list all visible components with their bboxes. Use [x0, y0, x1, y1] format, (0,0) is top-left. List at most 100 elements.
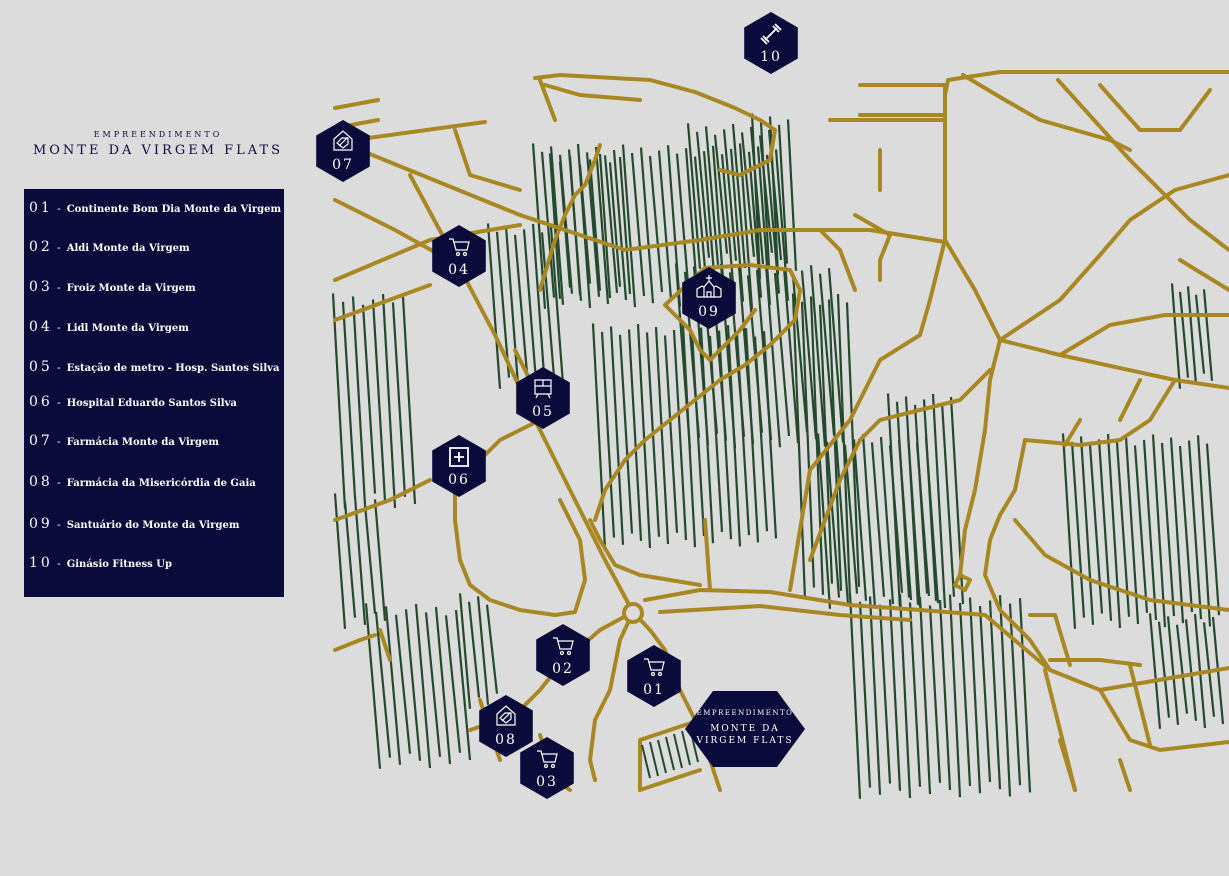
hatch-line: [777, 124, 789, 264]
legend-dash: -: [57, 476, 61, 489]
marker-hexagon: [536, 624, 590, 686]
hatch-line: [738, 143, 754, 309]
map-marker-09[interactable]: 09: [682, 267, 736, 329]
hatch-line: [424, 612, 442, 757]
hatch-line: [467, 601, 481, 698]
metro-icon: [534, 379, 552, 399]
hatch-line: [888, 599, 902, 791]
hatch-line: [374, 611, 392, 758]
hatch-line: [343, 501, 357, 618]
hatch-line: [657, 150, 673, 300]
hatch-line: [861, 433, 877, 609]
shopping-cart-icon: [553, 637, 574, 656]
legend-item-04[interactable]: 04 - Lidl Monte da Virgem: [29, 319, 279, 335]
hatch-line: [834, 436, 850, 605]
legend-dash: -: [57, 435, 61, 448]
hatch-line: [1160, 442, 1176, 617]
hatch-line: [695, 131, 711, 258]
hatch-line: [1202, 289, 1214, 381]
hatch-line: [333, 493, 347, 629]
hatch-line: [848, 593, 862, 799]
legend-panel: 01 - Continente Bom Dia Monte da Virgem …: [24, 189, 284, 597]
hatch-line: [1178, 445, 1194, 613]
hatch-line: [600, 331, 616, 538]
hatch-line: [825, 441, 841, 598]
hatch-line: [895, 401, 911, 598]
hatch-line: [713, 134, 729, 254]
hatch-line: [404, 609, 422, 761]
hatch-line: [722, 129, 738, 261]
legend-item-09[interactable]: 09 - Santuário do Monte da Virgem: [29, 516, 279, 532]
hatch-line: [485, 604, 499, 694]
map-marker-06[interactable]: 06: [432, 435, 486, 497]
map-marker-05[interactable]: 05: [516, 367, 570, 429]
hatch-line: [978, 605, 992, 783]
hatch-line: [858, 601, 872, 788]
hatch-line: [737, 266, 755, 445]
legend-item-10[interactable]: 10 - Ginásio Fitness Up: [29, 555, 279, 571]
hatch-line: [852, 439, 868, 601]
shopping-cart-icon: [537, 750, 558, 769]
hatch-line: [746, 275, 764, 433]
legend-item-08[interactable]: 08 - Farmácia da Misericórdia de Gaia: [29, 474, 279, 490]
legend-item-02[interactable]: 02 - Aldi Monte da Virgem: [29, 239, 279, 255]
map-marker-01[interactable]: 01: [627, 645, 681, 707]
legend-dash: -: [57, 361, 61, 374]
hatch-line: [958, 602, 972, 787]
hatch-line: [391, 302, 407, 497]
shopping-cart-icon: [644, 658, 665, 677]
hatch-line: [774, 149, 790, 301]
green-areas: [331, 113, 1225, 799]
hatch-line: [371, 299, 387, 501]
legend-label: Lidl Monte da Virgem: [66, 323, 189, 334]
development-hexagon: [685, 691, 805, 767]
map-marker-07[interactable]: 07: [316, 120, 370, 182]
map-marker-04[interactable]: 04: [432, 225, 486, 287]
marker-hexagon: [432, 225, 486, 287]
legend-item-03[interactable]: 03 - Froiz Monte da Virgem: [29, 279, 279, 295]
hatch-line: [609, 326, 625, 545]
hatch-line: [870, 442, 886, 597]
hatch-line: [886, 393, 902, 609]
legend-item-01[interactable]: 01 - Continente Bom Dia Monte da Virgem: [29, 200, 281, 216]
hatch-line: [940, 402, 956, 597]
hospital-cross-icon: [449, 447, 469, 467]
hatch-line: [531, 223, 547, 389]
hatch-line: [578, 164, 592, 284]
hatch-line: [1184, 619, 1198, 721]
hatch-line: [639, 147, 655, 304]
legend-label: Estação de metro - Hosp. Santos Silva: [66, 363, 280, 374]
legend-number: 05: [29, 359, 53, 375]
hatch-line: [486, 223, 502, 389]
hatch-line: [414, 603, 432, 769]
hatch-line: [827, 268, 845, 443]
hatch-line: [764, 264, 782, 448]
map-marker-03[interactable]: 03: [520, 737, 574, 799]
hatch-line: [1070, 441, 1086, 618]
map-marker-08[interactable]: 08: [479, 695, 533, 757]
legend-item-07[interactable]: 07 - Farmácia Monte da Virgem: [29, 433, 279, 449]
marker-number: 06: [448, 472, 470, 488]
legend-number: 07: [29, 433, 53, 449]
hatch-line: [918, 596, 932, 795]
hatch-line: [636, 323, 652, 549]
hatch-line: [704, 126, 720, 265]
hatch-line: [364, 603, 382, 769]
hatch-line: [558, 161, 572, 288]
hatch-line: [1151, 434, 1167, 628]
hatch-line: [1008, 603, 1022, 786]
legend-item-06[interactable]: 06 - Hospital Eduardo Santos Silva: [29, 394, 279, 410]
hatch-line: [454, 609, 472, 761]
hatch-line: [513, 234, 529, 374]
hatch-line: [353, 496, 367, 625]
hatch-line: [663, 335, 679, 533]
map-marker-10[interactable]: 10: [744, 12, 798, 74]
legend-item-05[interactable]: 05 - Estação de metro - Hosp. Santos Sil…: [29, 359, 279, 375]
hatch-line: [591, 323, 607, 549]
legend-dash: -: [57, 241, 61, 254]
legend-number: 02: [29, 239, 53, 255]
map-marker-02[interactable]: 02: [536, 624, 590, 686]
hatch-line: [800, 270, 818, 440]
